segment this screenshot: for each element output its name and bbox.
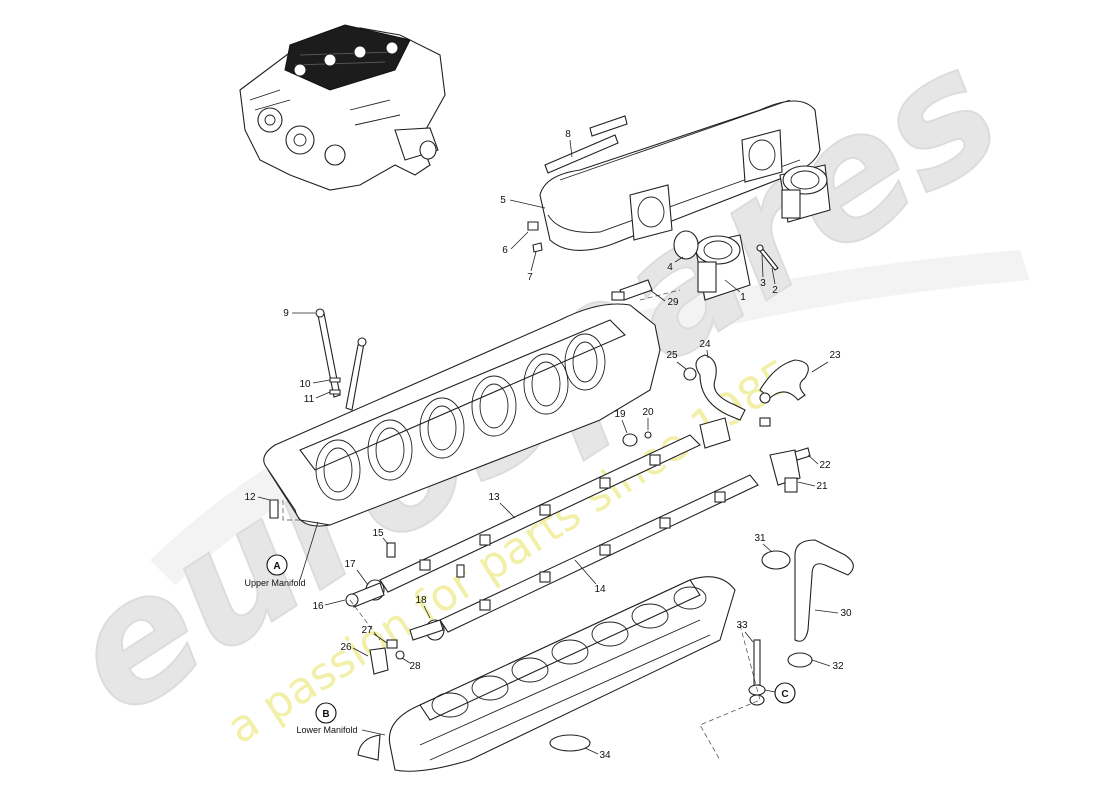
o-ring (673, 230, 699, 260)
callout-number: 25 (666, 350, 678, 361)
assembly-dash-lines (282, 289, 761, 761)
group-a-letter: A (273, 561, 280, 572)
callout-number: 3 (760, 278, 766, 289)
callout-number: 1 (740, 292, 746, 303)
callout-number: 15 (372, 528, 384, 539)
callout-number: 16 (312, 601, 324, 612)
callout-number: 20 (642, 407, 654, 418)
callout-27: 27 (361, 625, 388, 644)
callout-11: 11 (304, 391, 331, 405)
throttle-body (694, 234, 751, 301)
callout-6: 6 (502, 231, 529, 256)
callout-number: 33 (736, 620, 748, 631)
callout-number: 19 (614, 409, 626, 420)
callout-labels: 1 2 3 4 5 6 7 8 9 10 11 12 13 14 15 16 1… (244, 129, 852, 761)
callout-number: 23 (829, 350, 841, 361)
callout-28: 28 (401, 657, 421, 672)
callout-31: 31 (754, 533, 773, 553)
lower-manifold (357, 576, 736, 772)
callout-number: 34 (599, 750, 611, 761)
callout-number: 9 (283, 308, 289, 319)
callout-number: 10 (299, 379, 311, 390)
group-b-letter: B (322, 709, 329, 720)
small-fasteners (527, 221, 779, 271)
group-c-letter: C (781, 689, 788, 700)
drain-bolt (748, 639, 766, 706)
callout-18: 18 (415, 595, 431, 619)
callout-number: 2 (772, 285, 778, 296)
callout-number: 32 (832, 661, 844, 672)
callout-number: 13 (488, 492, 500, 503)
callout-number: 4 (667, 262, 673, 273)
callout-number: 22 (819, 460, 831, 471)
callout-number: 27 (361, 625, 373, 636)
breather-hoses (683, 354, 809, 427)
callout-number: 26 (340, 642, 352, 653)
callout-32: 32 (811, 659, 844, 672)
callout-number: 12 (244, 492, 256, 503)
callout-19: 19 (614, 409, 628, 434)
callout-17: 17 (344, 559, 369, 586)
intake-plenum-cover (539, 99, 821, 251)
callout-33: 33 (736, 620, 754, 643)
callout-34: 34 (584, 747, 611, 761)
callout-number: 14 (594, 584, 606, 595)
callout-9: 9 (283, 308, 315, 319)
callout-14: 14 (574, 559, 606, 595)
group-a-label: Upper Manifold (244, 578, 305, 588)
gasket-ring (549, 734, 591, 752)
callout-number: 17 (344, 559, 356, 570)
callout-3: 3 (760, 254, 766, 289)
callout-7: 7 (527, 251, 537, 283)
group-marker-c: C (764, 682, 796, 704)
callout-23: 23 (811, 350, 841, 373)
callout-number: 11 (304, 394, 315, 405)
fuel-rail-lower (425, 474, 759, 641)
callout-5: 5 (500, 195, 546, 209)
callout-26: 26 (340, 642, 369, 657)
callout-number: 24 (699, 339, 711, 350)
callout-24: 24 (699, 339, 711, 359)
badge-plate (544, 115, 628, 174)
group-b-label: Lower Manifold (296, 725, 357, 735)
throttle-body-second (779, 164, 831, 223)
upper-manifold (263, 303, 661, 527)
fuel-pressure-sensor (622, 417, 811, 493)
callout-number: 7 (527, 272, 533, 283)
callout-21: 21 (797, 481, 828, 492)
callout-13: 13 (488, 492, 516, 519)
callout-number: 8 (565, 129, 571, 140)
callout-number: 21 (816, 481, 828, 492)
fuel-injector (369, 639, 405, 675)
callout-8: 8 (565, 129, 573, 158)
callout-25: 25 (666, 350, 687, 370)
callout-29: 29 (649, 289, 679, 308)
callout-number: 28 (409, 661, 421, 672)
callout-2: 2 (771, 267, 778, 296)
callout-30: 30 (814, 608, 852, 619)
fuel-rail-fittings (345, 542, 465, 641)
group-marker-a: A Upper Manifold (244, 521, 319, 588)
group-marker-b: B Lower Manifold (296, 702, 386, 736)
callout-1: 1 (724, 279, 746, 303)
coolant-hose (761, 539, 854, 668)
callout-number: 5 (500, 195, 506, 206)
air-temp-sensor (611, 279, 653, 301)
engine-overview-thumbnail (239, 24, 446, 191)
callout-20: 20 (642, 407, 654, 430)
callout-number: 30 (840, 608, 852, 619)
callout-number: 29 (667, 297, 679, 308)
callout-number: 18 (415, 595, 427, 606)
callout-15: 15 (372, 528, 389, 545)
callout-number: 31 (754, 533, 766, 544)
manifold-bolts (269, 308, 367, 519)
callout-16: 16 (312, 599, 346, 612)
callout-22: 22 (807, 454, 831, 471)
callout-4: 4 (667, 256, 684, 273)
callout-12: 12 (244, 492, 271, 503)
callout-number: 6 (502, 245, 508, 256)
callout-10: 10 (299, 379, 331, 390)
